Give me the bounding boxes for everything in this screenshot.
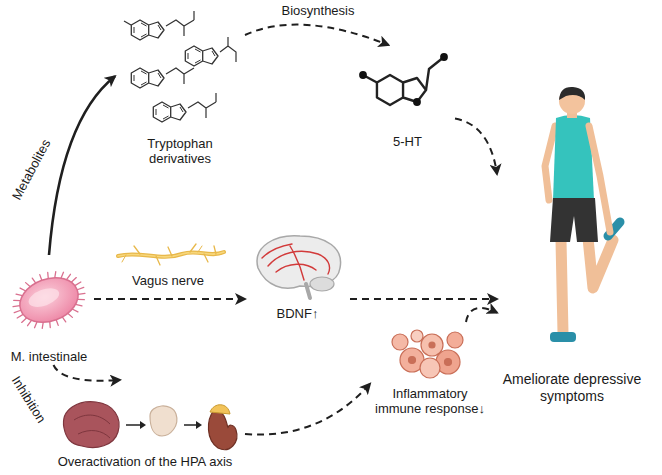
bacterium-spike xyxy=(56,320,58,326)
connector xyxy=(245,25,389,45)
illustration-part xyxy=(210,405,230,414)
edge-label: Vagus nerve xyxy=(130,274,206,289)
illustration-part xyxy=(561,240,563,333)
illustration-part xyxy=(392,334,408,350)
hpa-node: Overactivation of the HPA axis xyxy=(45,380,245,470)
brain-figure xyxy=(257,236,340,298)
hpa-axis-figure xyxy=(63,402,236,450)
inflammation-node: Inflammatory immune response↓ xyxy=(370,322,490,417)
illustration-part xyxy=(131,68,164,88)
person-figure xyxy=(545,87,620,342)
bacterium-node: M. intestinale xyxy=(4,255,94,365)
illustration-part xyxy=(131,20,164,40)
bacterium-spike xyxy=(78,292,85,296)
node-label: 5-HT xyxy=(393,134,422,150)
immune-cells-figure xyxy=(392,330,463,378)
connector xyxy=(54,365,121,381)
bacterium-spike xyxy=(53,272,58,278)
illustration-part xyxy=(185,46,218,66)
illustration-part xyxy=(134,244,216,265)
serotonin-molecule xyxy=(359,53,448,106)
nerve-figure xyxy=(118,244,224,265)
molecule-node: 5-HT xyxy=(360,45,455,150)
illustration-part xyxy=(426,57,444,90)
node-label: BDNF↑ xyxy=(277,306,319,322)
outcome-node: Ameliorate depressive symptoms xyxy=(497,75,647,405)
illustration-part xyxy=(550,332,576,342)
illustration-part xyxy=(220,37,236,62)
illustration-part xyxy=(63,402,119,448)
illustration-part xyxy=(290,246,304,280)
illustration-part xyxy=(166,11,194,36)
illustration-part xyxy=(184,424,196,426)
illustration-part xyxy=(588,238,613,288)
illustration-part xyxy=(126,424,140,426)
bacterium-spike xyxy=(14,310,21,312)
illustration-part xyxy=(440,53,448,61)
bacterium-figure xyxy=(5,262,93,338)
illustration-part xyxy=(276,264,316,272)
illustration-part xyxy=(74,415,110,438)
molecule-figure xyxy=(124,11,236,122)
bacterium-spike xyxy=(40,322,45,328)
edge-label: Metabolites xyxy=(9,135,55,204)
connector xyxy=(466,308,497,322)
metabolite-node: Tryptophan derivatives xyxy=(115,2,245,167)
connector xyxy=(350,298,497,300)
node-label: Ameliorate depressive symptoms xyxy=(499,371,645,405)
illustration-part xyxy=(420,358,440,378)
illustration-part xyxy=(5,262,93,338)
illustration-part xyxy=(429,342,435,348)
edge-label: Biosynthesis xyxy=(280,4,357,19)
illustration-part xyxy=(140,421,146,429)
bacterium-body xyxy=(14,270,85,330)
illustration-part xyxy=(166,68,194,84)
illustration-part xyxy=(359,71,367,79)
connector xyxy=(49,76,115,255)
illustration-part xyxy=(413,98,421,106)
illustration-part xyxy=(409,357,416,364)
illustration-part xyxy=(188,93,216,118)
illustration-part xyxy=(377,75,426,105)
illustration-part xyxy=(445,359,452,366)
illustration-part xyxy=(122,246,202,262)
illustration-part xyxy=(196,421,202,429)
illustration-part xyxy=(208,410,236,450)
bacterium-highlight xyxy=(26,285,62,311)
connector xyxy=(245,384,370,435)
illustration-part xyxy=(150,406,177,436)
illustration-part xyxy=(310,277,334,291)
brain-node: BDNF↑ xyxy=(245,230,350,322)
illustration-part xyxy=(262,244,292,258)
node-label: M. intestinale xyxy=(11,349,88,365)
connector xyxy=(94,298,245,300)
illustration-part xyxy=(550,198,598,242)
illustration-part xyxy=(262,244,330,280)
bacterium-spike xyxy=(40,275,42,281)
illustration-part xyxy=(124,21,131,25)
illustration-part xyxy=(153,102,186,122)
illustration-part xyxy=(589,126,610,232)
node-label: Overactivation of the HPA axis xyxy=(58,454,233,470)
edge-label: Inhibition xyxy=(7,372,49,427)
bacterium-spike xyxy=(13,304,20,308)
node-label: Tryptophan derivatives xyxy=(117,136,243,167)
illustration-part xyxy=(411,330,423,342)
illustration-part xyxy=(306,284,310,298)
node-label: Inflammatory immune response↓ xyxy=(372,386,488,417)
illustration-part xyxy=(447,332,463,348)
connector xyxy=(455,119,497,175)
bacterium-spike xyxy=(77,287,84,289)
illustration-part xyxy=(559,87,585,100)
